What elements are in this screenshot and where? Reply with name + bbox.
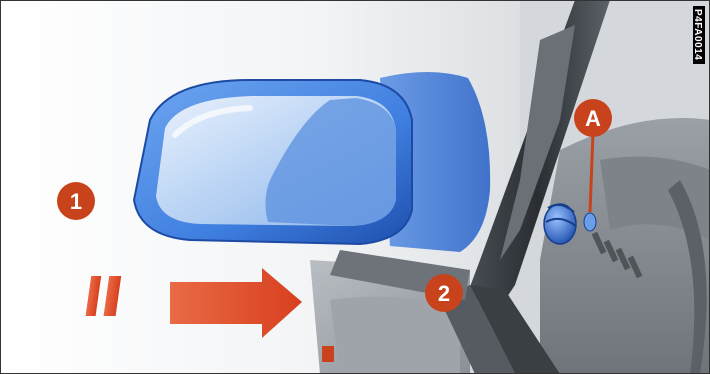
svg-text:A: A [585, 106, 601, 131]
image-reference-code: P4FA0014 [692, 6, 705, 64]
mirror-housing [134, 72, 490, 252]
callout-a: A [574, 99, 612, 137]
svg-text:2: 2 [438, 281, 450, 306]
svg-text:1: 1 [70, 189, 82, 214]
callout-1: 1 [57, 182, 95, 220]
callout-2: 2 [425, 274, 463, 312]
svg-text:P4FA0014: P4FA0014 [692, 9, 703, 60]
